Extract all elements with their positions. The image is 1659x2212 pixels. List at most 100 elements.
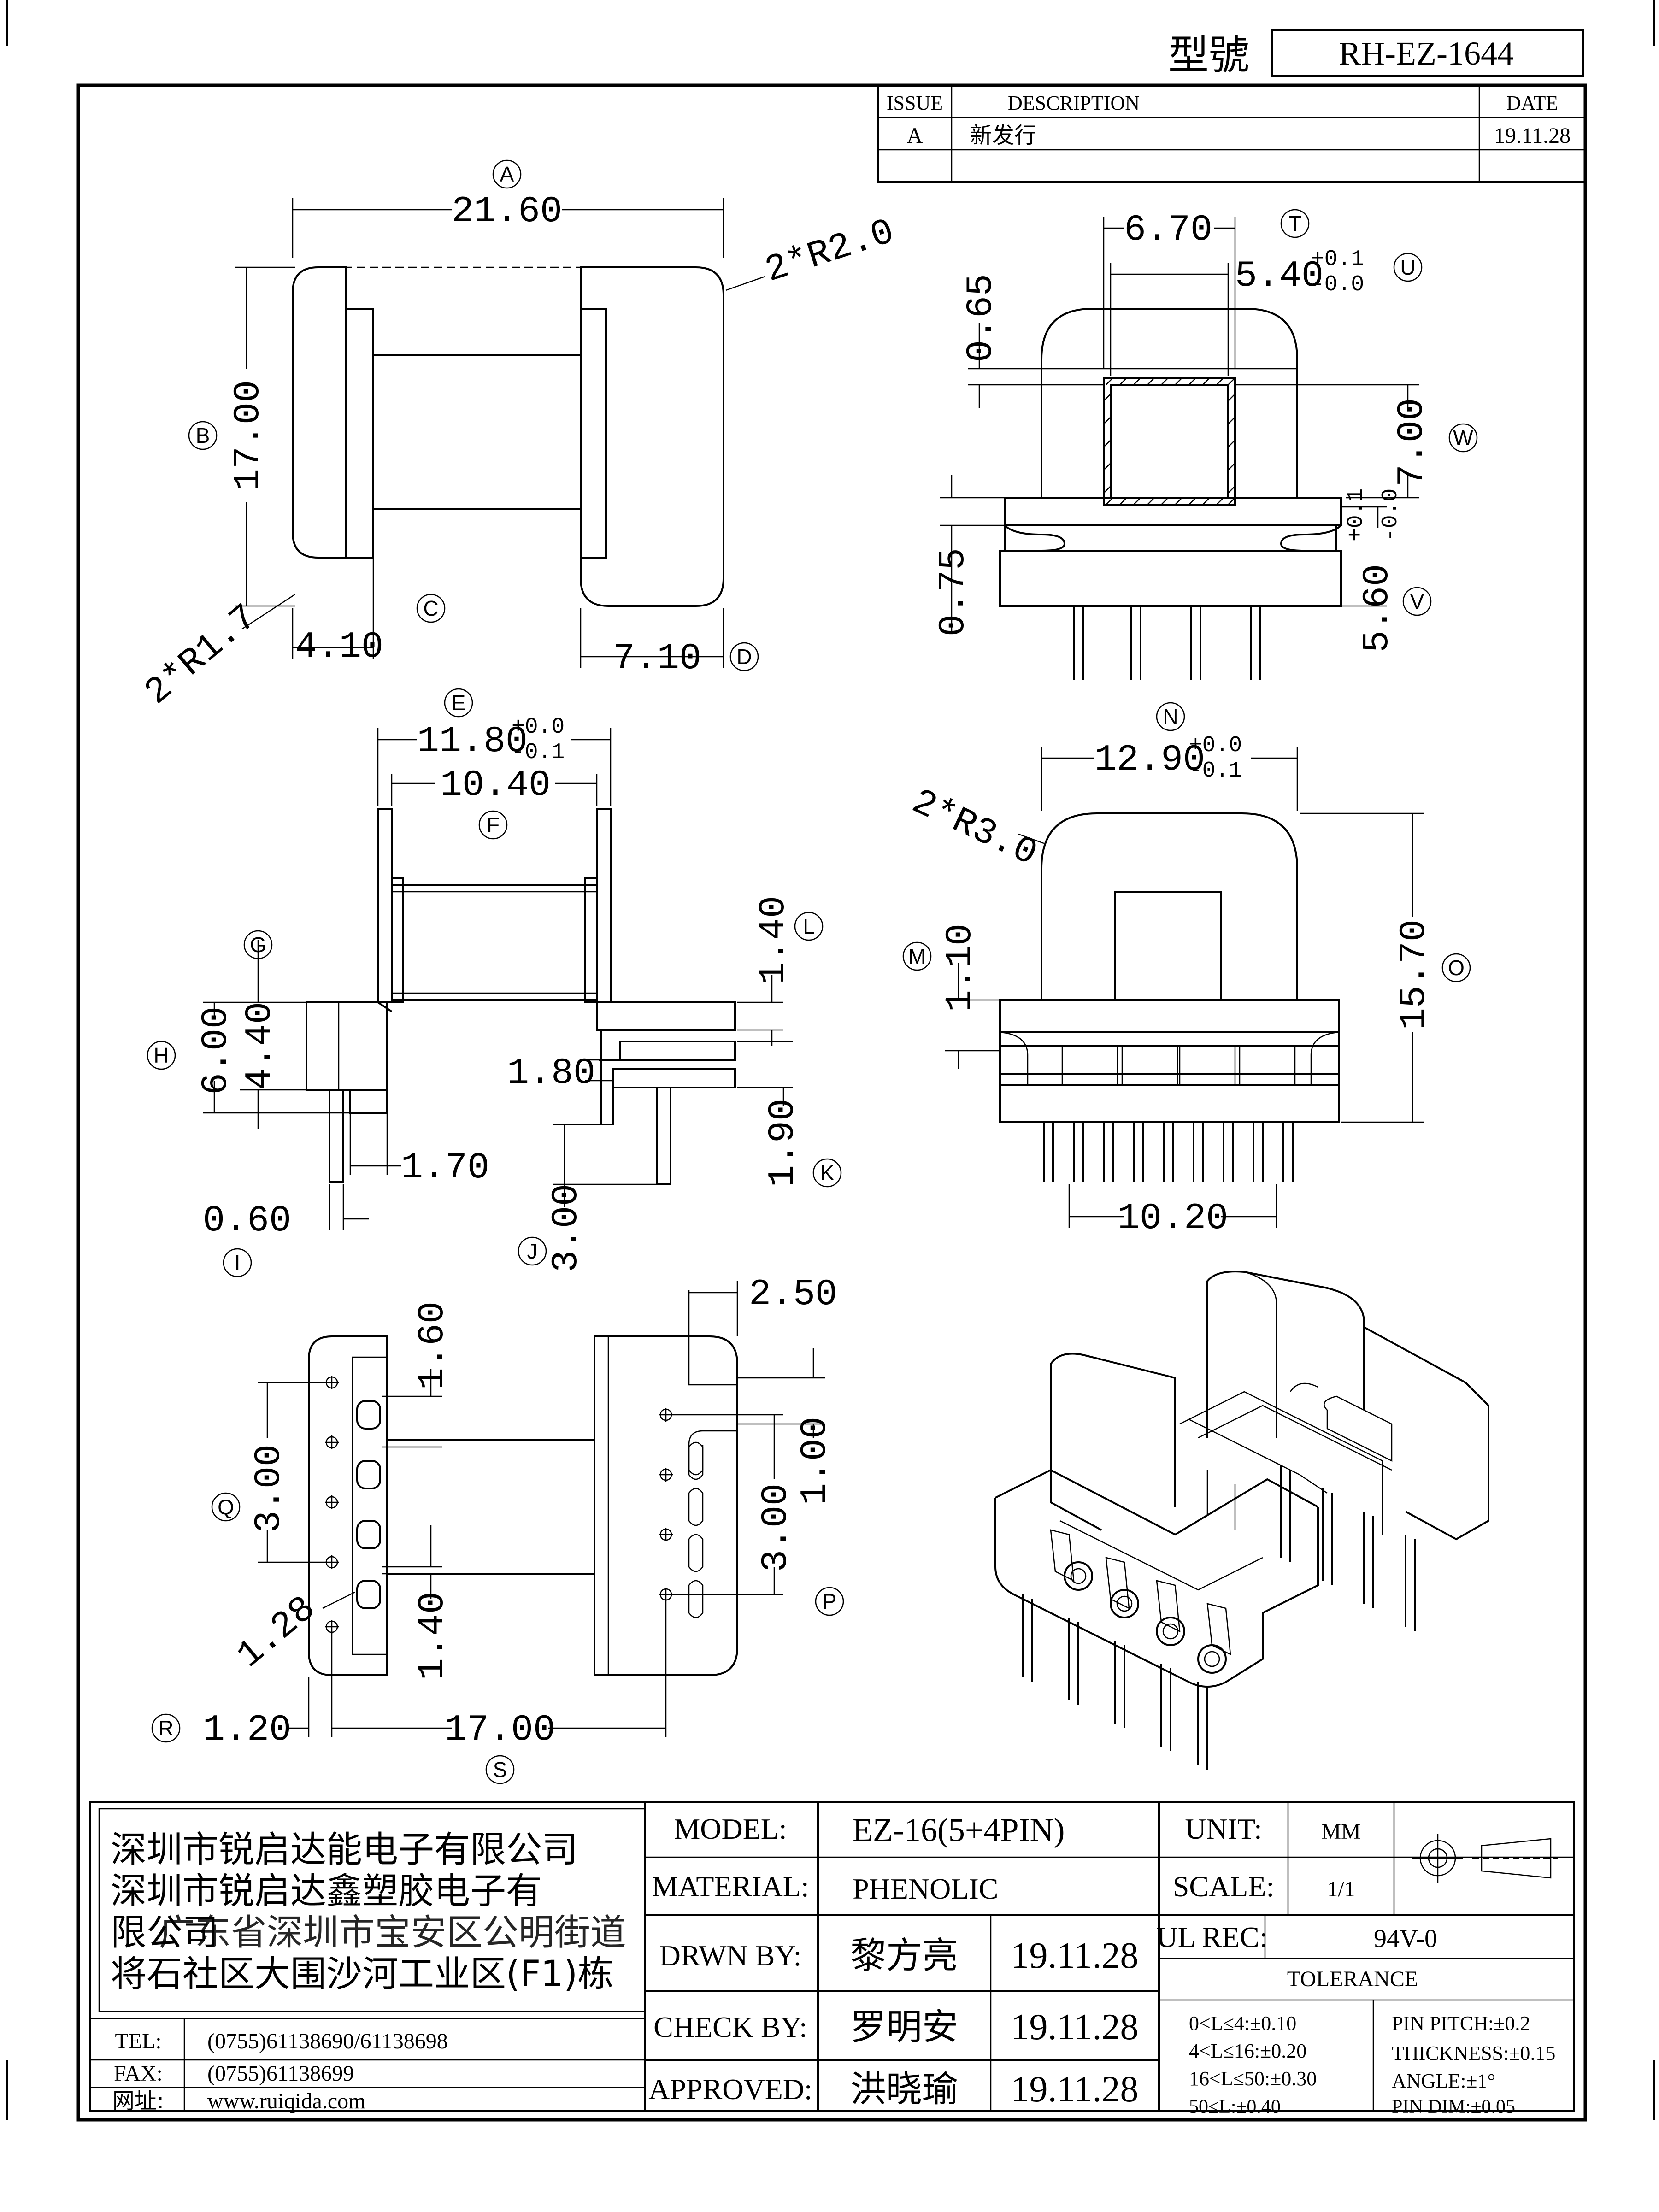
check-by: 罗明安 [850,2006,958,2048]
fax-value: (0755)61138699 [207,2061,354,2086]
view-end-pins [999,812,1340,1182]
dim-1.00: 1.00 [794,1417,836,1505]
dim-1.70: 1.70 [401,1147,489,1189]
ref-W: W [1453,426,1473,450]
company-name-3: 限公司 [111,1912,218,1953]
dim-E: 11.80 [417,721,528,763]
dim-E-tol-minus: -0.1 [512,740,565,765]
tolerance-label: TOLERANCE [1287,1967,1418,1991]
dim-N-tol-minus: -0.1 [1189,759,1242,783]
dim-0.75: 0.75 [933,548,975,636]
drawing-border [76,83,1587,2122]
tolerance-4: 50≤L:±0.40 [1189,2096,1281,2118]
dim-V: 5.60 [1357,564,1399,653]
dim-R: 1.20 [203,1709,291,1751]
ref-N: N [1163,705,1178,729]
ref-P: P [823,1589,837,1613]
view-front [292,266,724,607]
dim-R2: 2*R2.0 [760,211,900,292]
dim-G: 4.40 [239,1002,281,1090]
ref-G: G [250,933,266,957]
ref-F: F [487,813,500,837]
ul-value: 94V-0 [1374,1924,1437,1953]
projection-symbol-icon [1412,1834,1558,1883]
dim-H: 6.00 [195,1006,237,1095]
model-label: 型號 [1168,31,1249,79]
ref-Q: Q [218,1495,234,1519]
dim-U: 5.40 [1235,255,1324,297]
ref-K: K [820,1161,835,1185]
approved-label: APPROVED: [648,2073,812,2106]
rev-col-date: DATE [1506,92,1558,114]
ref-D: D [736,645,752,669]
thickness: THICKNESS:±0.15 [1392,2042,1555,2065]
ref-B: B [196,424,210,447]
pin-markers [325,1376,673,1634]
dim-T: 6.70 [1124,209,1212,251]
dim-A: 21.60 [452,191,562,233]
approved-by: 洪晓瑜 [850,2069,958,2110]
dim-N: 12.90 [1094,739,1205,781]
unit-value: MM [1321,1819,1360,1844]
dims-view-front: 21.60 2*R2.0 17.00 2*R1.7 4.10 7.10 [137,191,900,714]
company-address-1: 广东省深圳市宝安区公明街道 [159,1912,626,1953]
tolerance-3: 16<L≤50:±0.30 [1189,2067,1317,2090]
ref-H: H [153,1043,169,1067]
pin-dim: PIN DIM:±0.05 [1392,2096,1515,2118]
company-name-1: 深圳市锐启达能电子有限公司 [111,1829,578,1871]
dim-P: 3.00 [755,1483,797,1572]
ref-L: L [803,914,815,938]
dim-0.65: 0.65 [960,274,1002,362]
dim-E-tol-plus: +0.0 [512,715,565,740]
angle: ANGLE:±1° [1392,2070,1495,2092]
dims-view-end: 6.70 5.40 +0.1 -0.0 0.65 7.00 0.75 5.60 … [933,209,1433,653]
dim-U-tol-plus: +0.1 [1311,247,1364,272]
dim-I: 0.60 [203,1200,291,1242]
dim-J: 3.00 [546,1184,588,1272]
dim-O: 15.70 [1394,919,1435,1030]
view-isometric [994,1271,1489,1770]
dim-Q: 3.00 [248,1444,290,1533]
ref-E: E [452,691,466,715]
tel-label: TEL: [115,2029,161,2053]
ref-A: A [500,162,514,186]
rev-issue: A [907,124,923,148]
drawn-by: 黎方亮 [850,1935,958,1977]
rev-date: 19.11.28 [1494,124,1571,148]
material-value: PHENOLIC [853,1872,998,1905]
rev-col-description: DESCRIPTION [1008,92,1140,114]
ref-V: V [1410,589,1424,613]
unit-label: UNIT: [1185,1812,1262,1845]
reference-letters: A B C D E F G H I J K L M N O P Q R S T … [147,159,1478,1784]
dim-S: 17.00 [445,1709,555,1751]
dim-D: 7.10 [613,638,701,680]
web-value: www.ruiqida.com [207,2089,365,2113]
model-number-header: 型號 RH-EZ-1644 [1168,29,1584,79]
dim-R17: 2*R1.7 [137,596,266,714]
dim-R3: 2*R3.0 [905,781,1043,875]
dim-F: 10.40 [440,765,551,806]
dim-V-tol-plus: +0.1 [1344,488,1369,541]
tel-value: (0755)61138690/61138698 [207,2029,448,2053]
pin-pitch: PIN PITCH:±0.2 [1392,2012,1530,2035]
dim-N-tol-plus: +0.0 [1189,733,1242,758]
model-number: RH-EZ-1644 [1339,35,1514,72]
ref-M: M [908,944,926,968]
material-label: MATERIAL: [652,1870,809,1903]
model-field-value: EZ-16(5+4PIN) [853,1812,1065,1848]
company-name-2: 深圳市锐启达鑫塑胶电子有 [111,1871,542,1912]
scale-value: 1/1 [1327,1877,1355,1901]
ref-O: O [1448,956,1465,980]
rev-description: 新发行 [970,123,1036,148]
ref-U: U [1400,255,1415,279]
dim-2.50: 2.50 [749,1274,837,1316]
view-end [999,308,1342,680]
ref-R: R [158,1716,173,1740]
dim-1.80: 1.80 [507,1053,595,1094]
dim-1.40: 1.40 [412,1592,454,1680]
drawn-date: 19.11.28 [1011,1936,1138,1976]
check-label: CHECK BY: [653,2011,807,2043]
ref-S: S [493,1758,507,1782]
